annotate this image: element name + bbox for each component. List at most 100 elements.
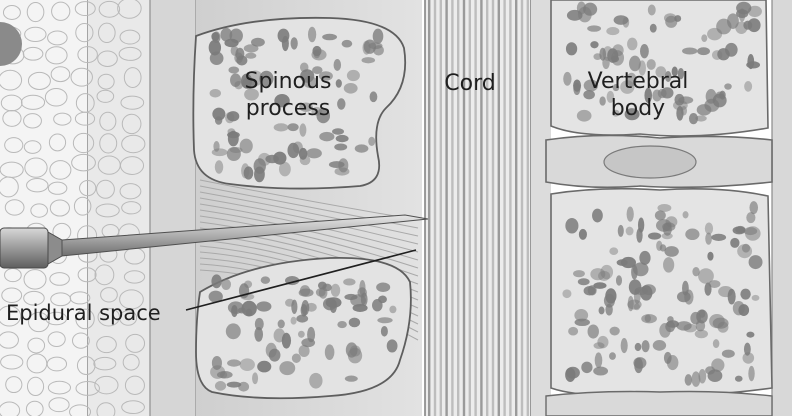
ligament-band: [150, 0, 196, 416]
bone-pore: [656, 241, 662, 251]
bone-pore: [257, 361, 271, 373]
cord-fiber: [457, 0, 459, 416]
bone-pore: [708, 369, 723, 382]
bone-pore: [648, 232, 661, 239]
bone-pore: [364, 40, 376, 54]
bone-pore: [690, 312, 701, 325]
cord-fiber: [428, 0, 430, 416]
bone-pore: [593, 367, 608, 376]
bone-pore: [607, 48, 618, 63]
bone-pore: [742, 244, 750, 253]
bone-pore: [749, 255, 763, 269]
bone-pore: [666, 216, 678, 227]
bone-pore: [578, 278, 590, 285]
bone-pore: [215, 160, 223, 174]
bone-pore: [717, 48, 729, 60]
bone-pore: [378, 296, 387, 304]
bone-pore: [685, 374, 692, 385]
bone-pore: [301, 304, 308, 317]
bone-pore: [308, 27, 316, 42]
bone-pore: [667, 355, 679, 370]
bone-pore: [605, 288, 616, 303]
bone-pore: [574, 309, 588, 321]
bone-pore: [581, 362, 592, 373]
bone-pore: [345, 376, 358, 382]
bone-pore: [346, 342, 358, 357]
bone-pore: [653, 340, 666, 351]
bone-pore: [332, 128, 344, 134]
bone-pore: [231, 305, 238, 317]
bone-pore: [347, 70, 360, 81]
bone-pore: [213, 141, 219, 152]
bone-pore: [261, 276, 270, 283]
bone-pore: [344, 83, 358, 94]
bone-pore: [744, 343, 751, 356]
cord-fiber: [440, 0, 442, 416]
bone-pore: [279, 162, 291, 176]
bone-pore: [350, 294, 366, 306]
bone-pore: [240, 358, 255, 371]
bone-pore: [698, 369, 706, 383]
bone-pore: [566, 367, 580, 379]
bone-pore: [635, 343, 642, 351]
bone-pore: [244, 44, 259, 52]
bone-pore: [342, 40, 353, 48]
bone-pore: [682, 281, 689, 296]
vertebral-body-label: Vertebral body: [582, 68, 694, 122]
bone-pore: [230, 147, 243, 153]
bone-pore: [597, 336, 608, 348]
bone-pore: [590, 268, 605, 280]
bone-pore: [705, 233, 712, 245]
bone-pore: [245, 53, 256, 59]
bone-pore: [621, 338, 628, 353]
bone-pore: [748, 366, 754, 381]
bone-pore: [298, 331, 305, 338]
bone-pore: [362, 57, 376, 63]
bone-pore: [695, 330, 708, 339]
bone-pore: [349, 318, 360, 328]
bone-pore: [707, 252, 713, 261]
bone-pore: [291, 317, 297, 325]
bone-pore: [593, 53, 601, 60]
bone-pore: [336, 135, 349, 142]
cord-label: Cord: [434, 70, 506, 97]
bone-pore: [684, 324, 697, 333]
bone-pore: [337, 321, 346, 328]
bone-pore: [279, 361, 295, 375]
bone-pore: [244, 166, 254, 179]
bone-pore: [370, 91, 378, 102]
bone-pore: [355, 144, 369, 152]
bone-pore: [265, 155, 278, 164]
cord-fiber: [509, 0, 511, 416]
bone-pore: [746, 332, 754, 338]
bone-pore: [241, 301, 256, 317]
bone-pore: [285, 299, 294, 307]
bone-pore: [266, 343, 277, 358]
bone-pore: [278, 29, 290, 43]
bone-pore: [733, 301, 745, 315]
bone-pore: [634, 304, 640, 311]
cord-fiber: [503, 0, 505, 416]
bone-pore: [215, 116, 222, 125]
bone-pore: [606, 27, 619, 35]
bone-pore: [663, 257, 674, 272]
bone-pore: [617, 259, 628, 266]
bone-pore: [627, 207, 634, 222]
bone-pore: [212, 356, 222, 370]
bone-pore: [562, 289, 571, 298]
intervertebral-disc-lower: [546, 392, 772, 416]
bone-pore: [595, 352, 603, 368]
bone-pore: [592, 209, 603, 223]
bone-pore: [711, 234, 726, 241]
bone-pore: [718, 286, 733, 297]
bone-pore: [224, 39, 238, 47]
bone-pore: [733, 226, 746, 234]
bone-pore: [685, 229, 699, 241]
bone-pore: [587, 25, 601, 31]
bone-pore: [227, 359, 241, 366]
bone-pore: [593, 282, 606, 289]
bone-pore: [563, 72, 571, 86]
bone-pore: [301, 338, 315, 347]
